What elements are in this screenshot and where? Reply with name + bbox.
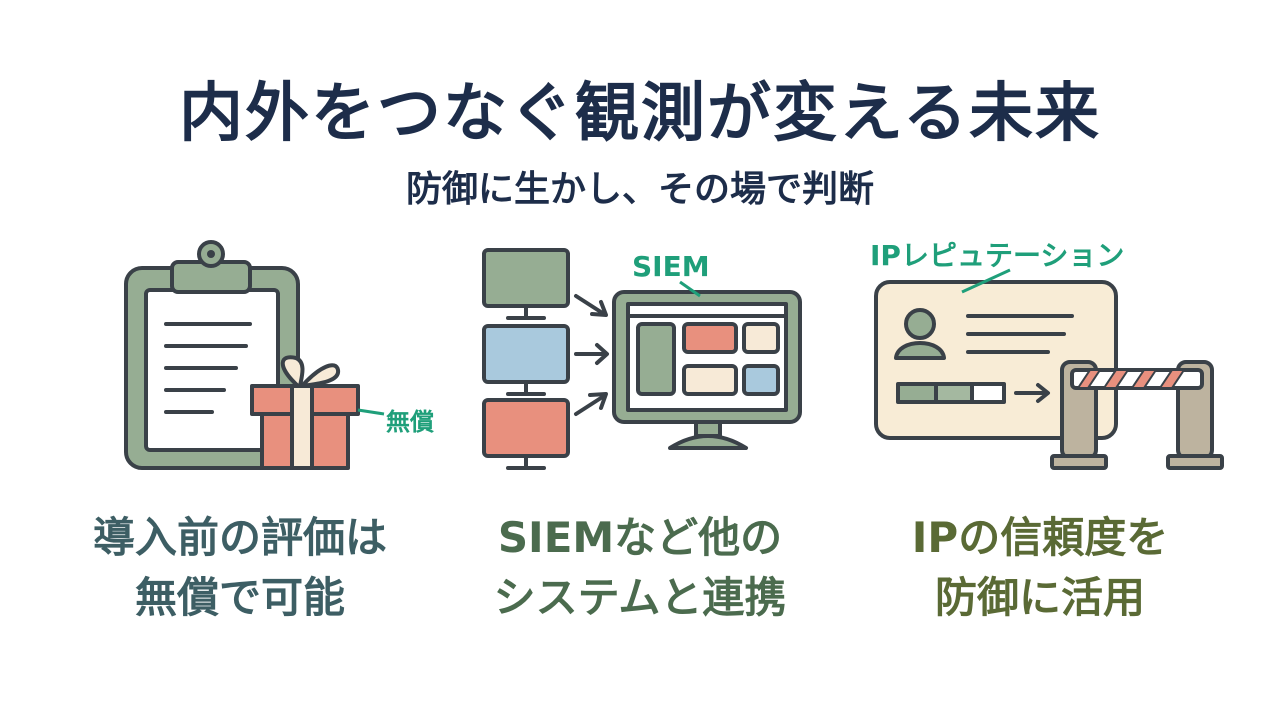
page-title: 内外をつなぐ観測が変える未来	[178, 77, 1102, 151]
caption-line: システムと連携	[493, 573, 787, 622]
tag-leader-line	[961, 268, 1011, 294]
siem-tag-label: SIEM	[632, 250, 710, 283]
source-monitor-blue	[482, 324, 570, 396]
siem-monitor-icon	[612, 290, 802, 450]
caption-line: IPの信頼度を	[911, 513, 1169, 562]
gift-icon	[250, 355, 360, 470]
panel-caption-integration: SIEMなど他の システムと連携	[430, 508, 850, 628]
free-tag-label: 無償	[386, 408, 434, 436]
clipboard-icon	[124, 240, 300, 470]
tag-leader-line	[679, 280, 701, 298]
tag-leader-line	[357, 408, 385, 416]
panel-caption-evaluation: 導入前の評価は 無償で可能	[30, 508, 450, 628]
panel-caption-ip-reputation: IPの信頼度を 防御に活用	[830, 508, 1250, 628]
gate-barrier-icon	[1050, 360, 1224, 470]
page-subtitle: 防御に生かし、その場で判断	[405, 169, 874, 210]
ip-card-icon	[874, 280, 1118, 440]
source-monitor-red	[482, 398, 570, 470]
caption-line: 導入前の評価は	[92, 513, 387, 562]
ip-reputation-tag-label: IPレピュテーション	[870, 239, 1125, 272]
caption-line: 無償で可能	[134, 573, 345, 622]
caption-line: 防御に活用	[934, 573, 1145, 622]
source-monitor-green	[482, 248, 570, 320]
flow-arrows-icon	[574, 294, 609, 416]
caption-line: SIEMなど他の	[497, 513, 783, 562]
